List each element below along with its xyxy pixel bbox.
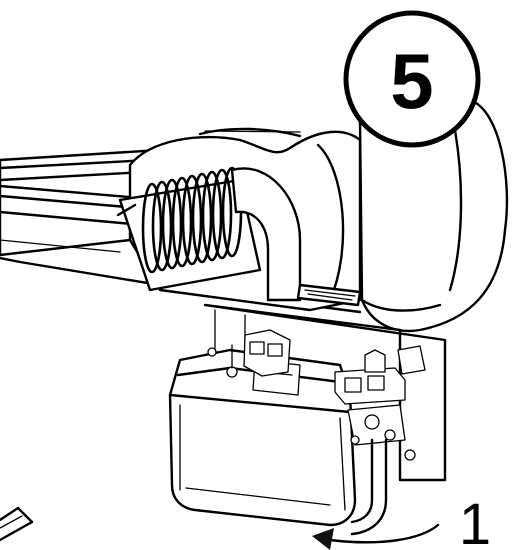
step-badge: 5 <box>343 10 481 148</box>
rail-housing <box>0 148 362 314</box>
rotation-arrow <box>312 523 440 550</box>
valve-block <box>207 329 291 378</box>
right-body <box>358 98 509 333</box>
corner-object <box>0 506 34 542</box>
switch-assembly <box>334 345 426 536</box>
step-number: 5 <box>390 37 433 125</box>
callout-label: 1 <box>459 492 491 550</box>
coil-spring <box>116 166 302 302</box>
